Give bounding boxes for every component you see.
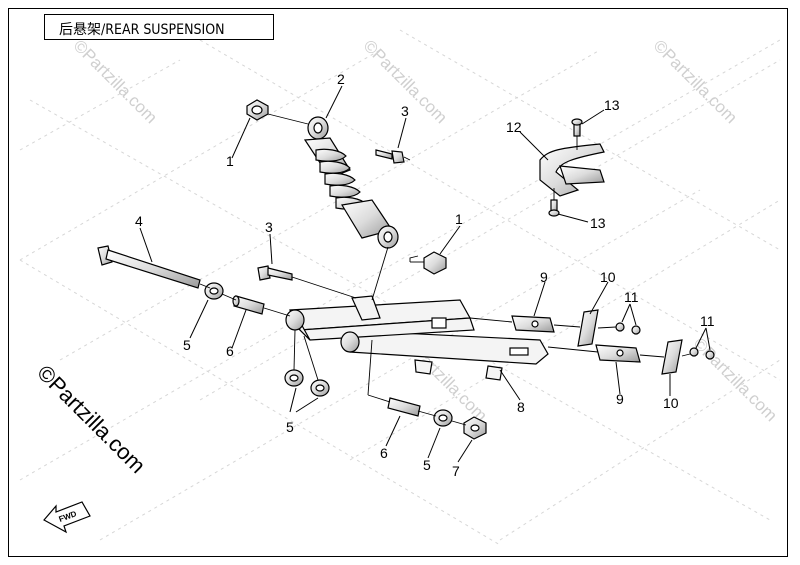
callout-5: 5	[286, 419, 294, 435]
callout-9: 9	[540, 269, 548, 285]
fwd-arrow-icon: FWD	[43, 501, 91, 534]
screw-part-13-lower	[548, 199, 560, 217]
callout-10: 10	[663, 395, 679, 411]
callout-6: 6	[380, 445, 388, 461]
page-title: 后悬架/REAR SUSPENSION	[59, 22, 225, 38]
callout-12: 12	[506, 119, 522, 135]
title-box: 后悬架/REAR SUSPENSION	[44, 14, 274, 40]
callout-7: 7	[452, 463, 460, 479]
bushing-part-5-left	[204, 282, 224, 300]
axle-bolt-part-4	[97, 245, 201, 289]
nut-part-7	[463, 416, 487, 440]
spacer-part-6-left	[232, 295, 265, 315]
block-part-10-lower	[661, 339, 683, 375]
callout-2: 2	[337, 71, 345, 87]
callout-4: 4	[135, 213, 143, 229]
bolt-part-3-lower	[257, 265, 293, 281]
bushing-pair-part-5	[284, 369, 330, 397]
callout-1: 1	[226, 153, 234, 169]
chain-guide-part-12	[539, 143, 605, 197]
bushing-part-5-lower	[433, 409, 453, 427]
nuts-part-11	[615, 322, 715, 360]
callout-11: 11	[624, 289, 639, 305]
callout-6: 6	[226, 343, 234, 359]
screw-part-13-upper	[571, 118, 583, 137]
callout-8: 8	[517, 399, 525, 415]
callout-3: 3	[401, 103, 409, 119]
callout-13: 13	[590, 215, 606, 231]
spacer-part-6-lower	[387, 397, 421, 417]
nut-part-1-upper	[246, 99, 269, 121]
diagram-frame	[8, 8, 788, 557]
shock-absorber	[303, 116, 399, 249]
callout-13: 13	[604, 97, 620, 113]
callout-10: 10	[600, 269, 616, 285]
callout-11: 11	[700, 313, 715, 329]
callout-5: 5	[183, 337, 191, 353]
callout-5: 5	[423, 457, 431, 473]
block-part-10-upper	[577, 309, 599, 347]
callout-3: 3	[265, 219, 273, 235]
adjuster-part-9-lower	[595, 344, 641, 363]
callout-1: 1	[455, 211, 463, 227]
bolt-part-3-upper	[375, 149, 405, 164]
callout-9: 9	[616, 391, 624, 407]
nut-part-1-lower	[423, 251, 447, 275]
swing-arm-part-8	[285, 295, 549, 381]
adjuster-part-9-upper	[511, 315, 555, 333]
